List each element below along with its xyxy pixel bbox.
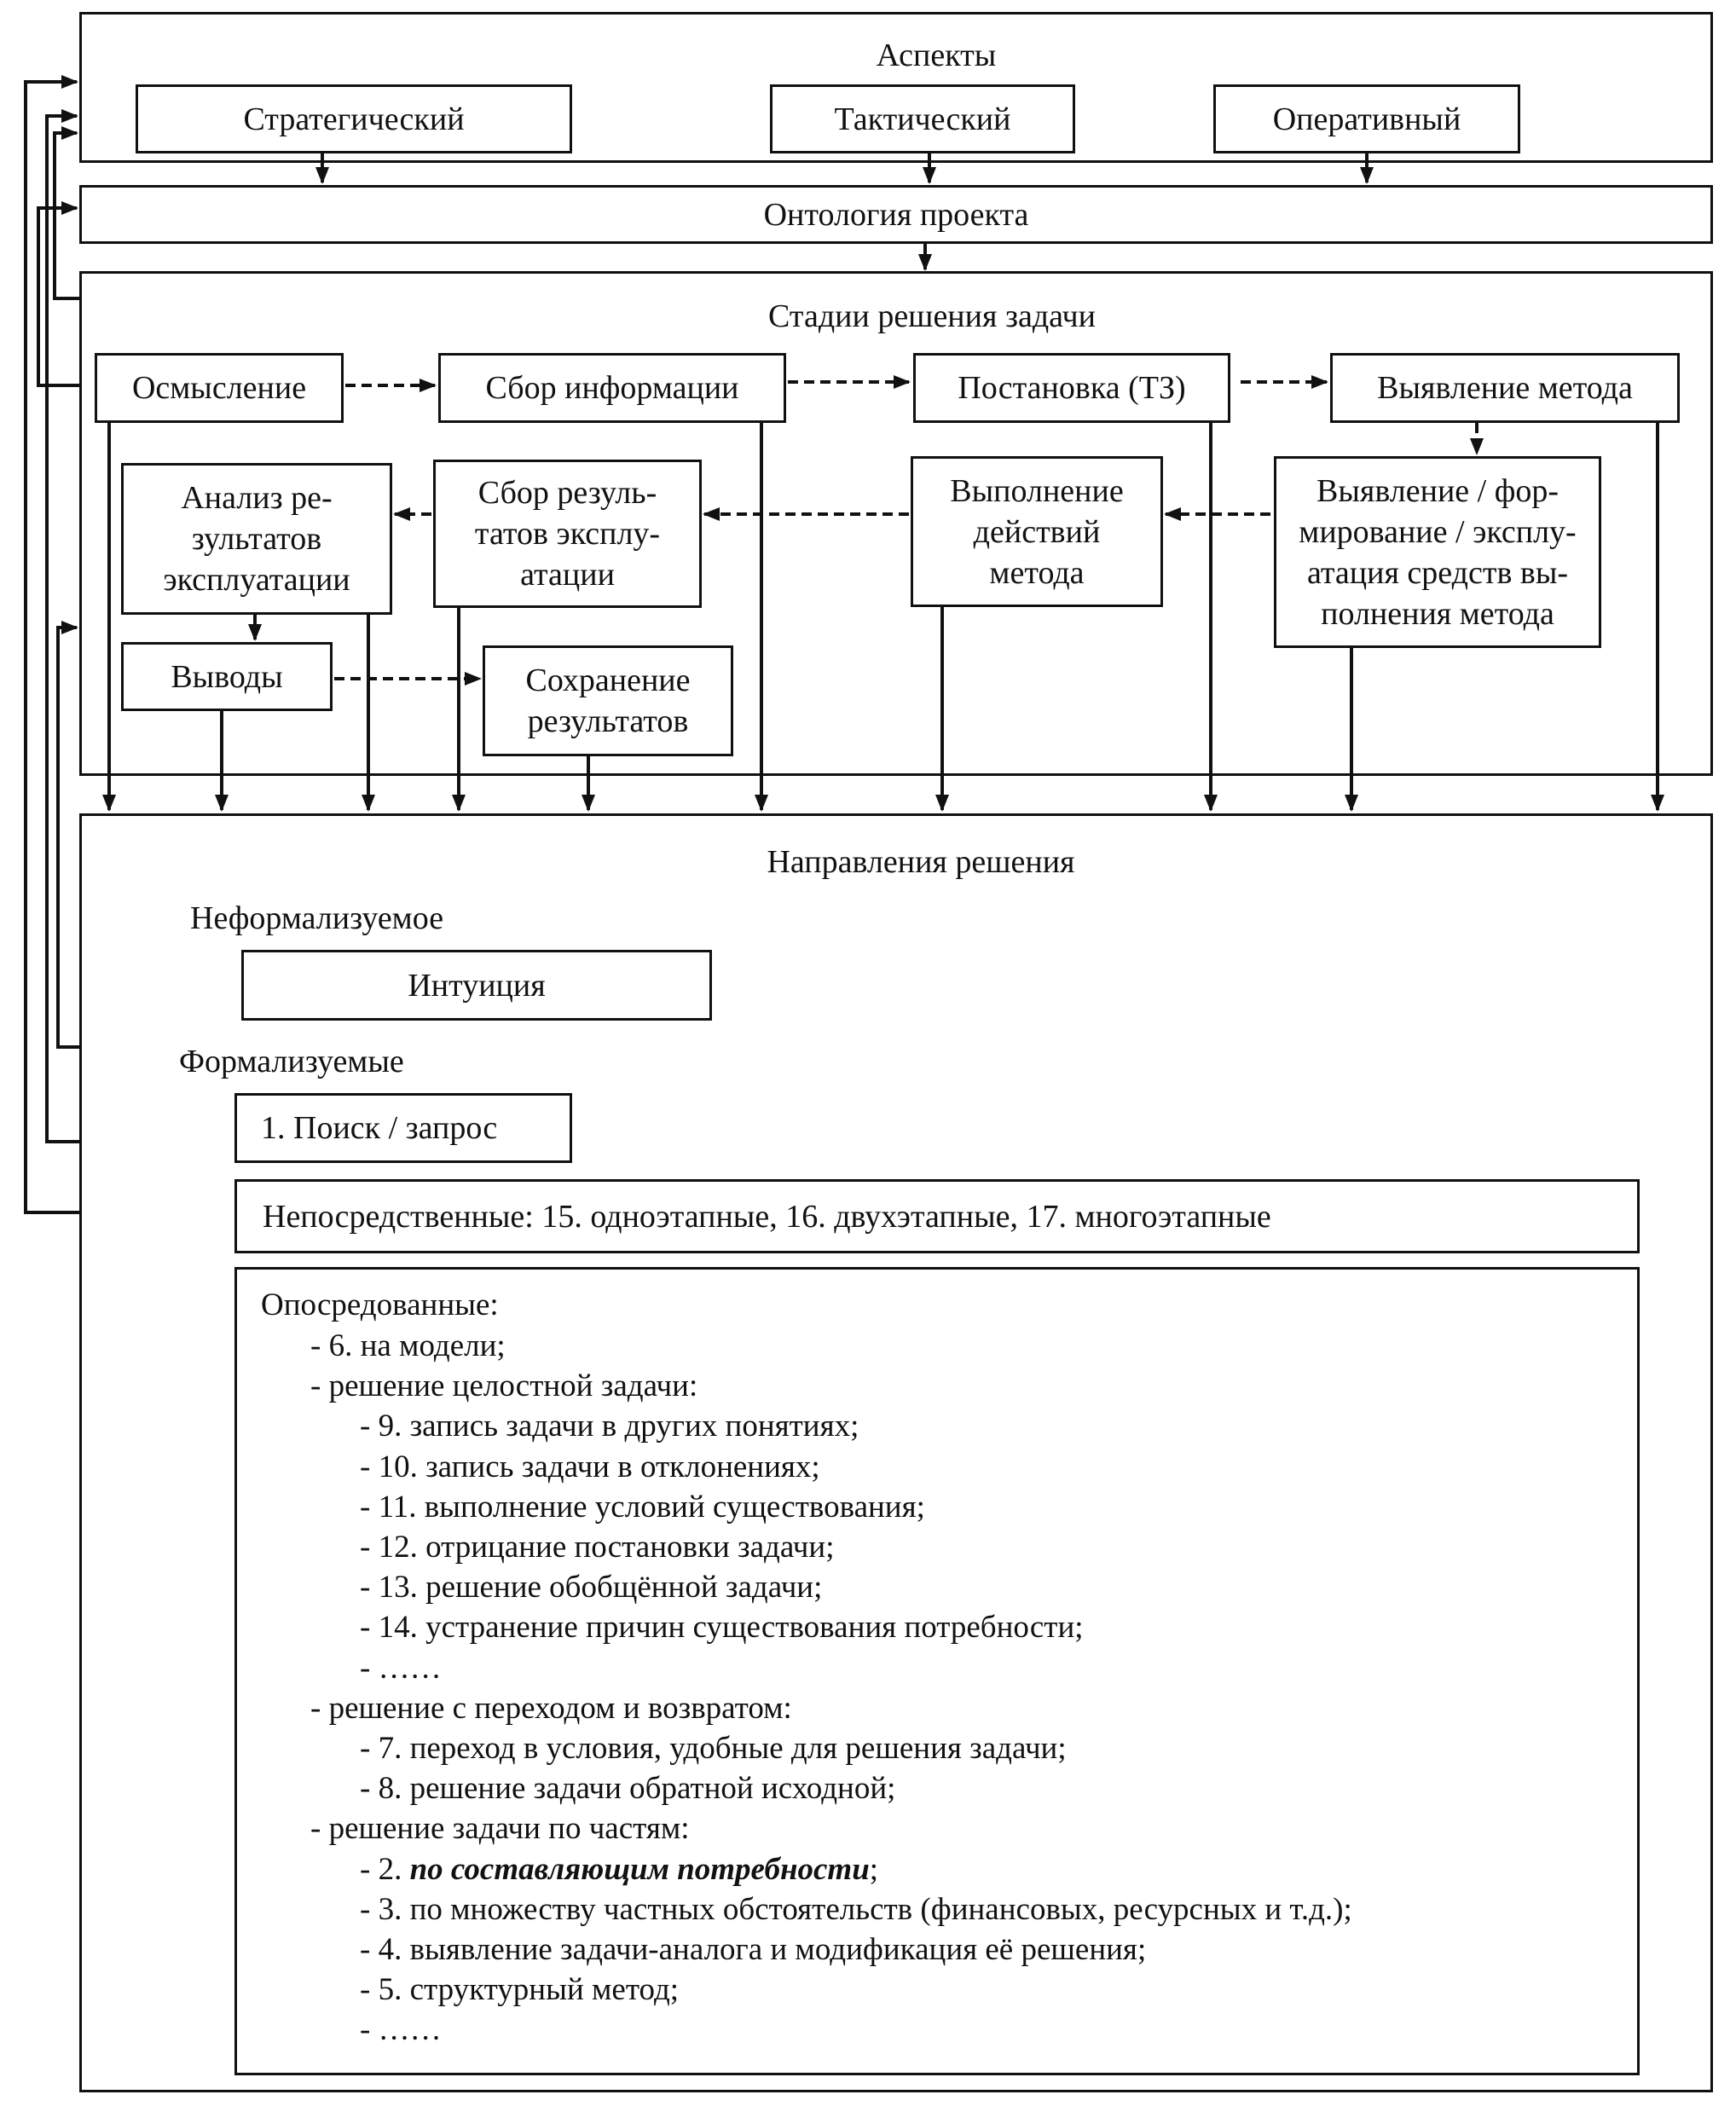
saving-box: Сохранение результатов [483,645,733,756]
formal-label: Формализуемые [179,1044,404,1079]
results-analysis-box: Анализ ре- зультатов эксплуатации [121,463,392,615]
method-identification-box: Выявление метода [1330,353,1680,423]
info-gathering-box: Сбор информации [438,353,786,423]
indirect-box [234,1267,1640,2075]
indirect-item: - 8. решение задачи обратной исходной; [360,1771,896,1807]
tactical-aspect-box: Тактический [770,84,1075,153]
saving-line-2: результатов [527,703,689,739]
indirect-item: - решение с переходом и возвратом: [310,1690,792,1726]
means-line-1: Выявление / фор- [1316,472,1559,509]
indirect-item: - 9. запись задачи в других понятиях; [360,1409,859,1444]
indirect-item: - 6. на модели; [310,1328,506,1363]
conclusions-box: Выводы [121,642,333,711]
saving-line-1: Сохранение [525,662,691,698]
ontology-label: Онтология проекта [763,196,1029,233]
indirect-item: - решение задачи по частям: [310,1811,690,1847]
results-gathering-box: Сбор резуль- татов эксплу- атации [433,460,702,608]
results-analysis-line-3: эксплуатации [163,562,350,598]
comprehension-label: Осмысление [131,370,307,406]
ontology-box: Онтология проекта [79,185,1713,244]
execution-line-3: метода [989,554,1085,591]
search-box: 1. Поиск / запрос [234,1093,572,1163]
indirect-item: - 12. отрицание постановки задачи; [360,1530,835,1565]
directions-title: Направления решения [767,844,1075,880]
direct-label: Непосредственные: 15. одноэтапные, 16. д… [263,1198,1271,1235]
info-gathering-label: Сбор информации [485,370,739,406]
method-identification-label: Выявление метода [1377,370,1633,406]
operational-aspect-box: Оперативный [1213,84,1520,153]
feedback-loop-search [45,109,79,1143]
indirect-item: - 4. выявление задачи-аналога и модифика… [360,1932,1147,1967]
strategic-aspect-box: Стратегический [136,84,572,153]
indirect-item: - 14. устранение причин существования по… [360,1610,1084,1646]
indirect-item: - …… [360,2012,442,2048]
results-gathering-line-3: атации [520,557,615,593]
means-line-3: атация средств вы- [1306,554,1569,591]
non-formal-label: Неформализуемое [190,900,444,936]
conclusions-label: Выводы [171,658,283,695]
statement-label: Постановка (ТЗ) [958,370,1186,406]
indirect-item: - 2. по составляющим потребности; [360,1851,879,1887]
operational-aspect-label: Оперативный [1272,101,1461,137]
aspects-title: Аспекты [876,38,997,73]
feedback-loop-comprehension [37,201,79,387]
emphasis-text: по составляющим потребности [409,1851,870,1887]
statement-box: Постановка (ТЗ) [913,353,1230,423]
execution-line-1: Выполнение [950,472,1124,509]
tactical-aspect-label: Тактический [834,101,1011,137]
means-line-2: мирование / эксплу- [1299,513,1577,550]
search-label: 1. Поиск / запрос [261,1110,498,1146]
means-line-4: полнения метода [1321,595,1554,632]
execution-box: Выполнение действий метода [911,456,1163,607]
indirect-item: - решение целостной задачи: [310,1368,698,1404]
indirect-item: - 13. решение обобщённой задачи; [360,1570,823,1606]
feedback-loop-outer [24,75,79,1214]
results-gathering-line-1: Сбор резуль- [477,475,657,511]
intuition-box: Интуиция [241,950,712,1021]
indirect-title: Опосредованные: [261,1287,499,1322]
feedback-loop-stages [53,126,79,300]
emphasis-suffix: ; [869,1851,879,1887]
intuition-label: Интуиция [408,967,546,1004]
indirect-item: - 5. структурный метод; [360,1972,680,2008]
indirect-item: - 7. переход в условия, удобные для реше… [360,1731,1067,1766]
indirect-item: - …… [360,1650,442,1686]
direct-box: Непосредственные: 15. одноэтапные, 16. д… [234,1179,1640,1253]
means-box: Выявление / фор- мирование / эксплу- ата… [1274,456,1601,648]
feedback-loop-intuition [56,621,79,1049]
indirect-item: - 3. по множеству частных обстоятельств … [360,1891,1352,1927]
execution-line-2: действий [973,513,1101,550]
strategic-aspect-label: Стратегический [243,101,465,137]
stages-title: Стадии решения задачи [768,298,1096,334]
comprehension-box: Осмысление [95,353,344,423]
results-analysis-line-2: зультатов [191,521,322,557]
indirect-item: - 10. запись задачи в отклонениях; [360,1449,820,1484]
indirect-item: - 11. выполнение условий существования; [360,1489,925,1525]
results-analysis-line-1: Анализ ре- [181,480,333,516]
results-gathering-line-2: татов эксплу- [474,516,661,552]
